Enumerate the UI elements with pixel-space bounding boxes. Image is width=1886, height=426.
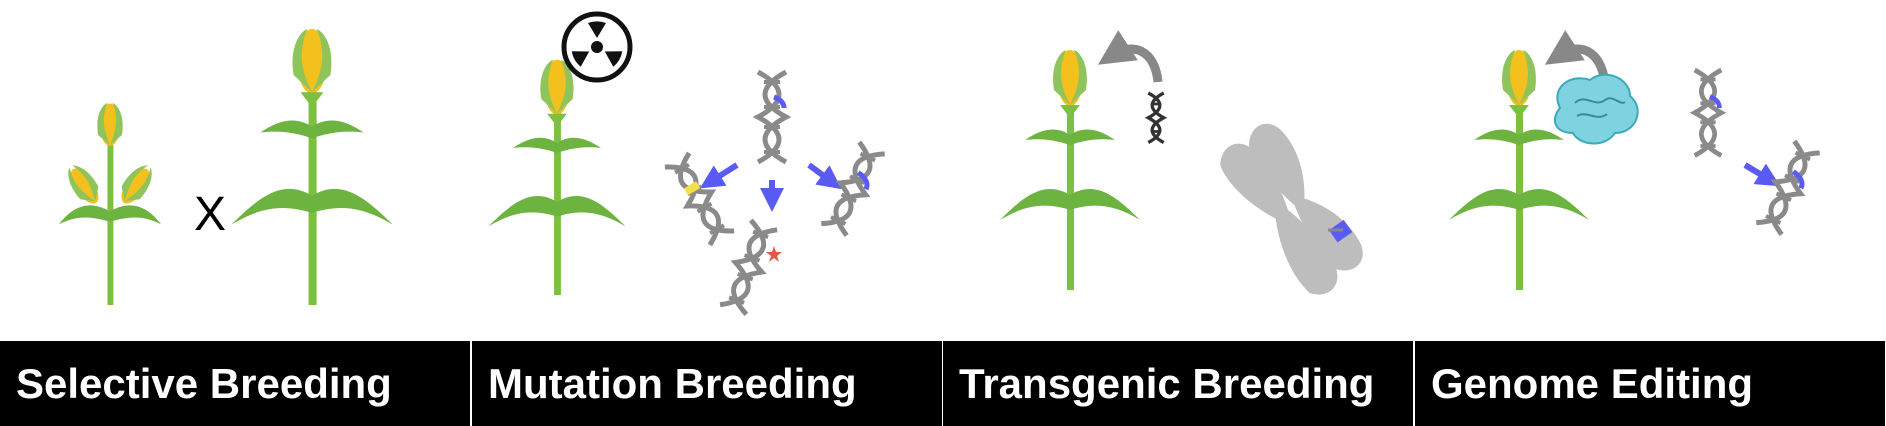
- dna-icon: [665, 153, 734, 245]
- chromosome-icon: [1220, 123, 1363, 295]
- mutation-breeding-illustration: [488, 11, 942, 340]
- enzyme-icon: [1553, 73, 1639, 145]
- arrow-icon: [807, 162, 842, 190]
- panel-label: Transgenic Breeding: [959, 359, 1375, 407]
- arrow-icon: [1544, 30, 1610, 83]
- dna-icon: [758, 72, 786, 162]
- dna-icon: [1695, 70, 1722, 156]
- dna-icon: [821, 142, 884, 235]
- label-bar-mutation-breeding: Mutation Breeding: [472, 341, 942, 426]
- corn-plant-icon: [231, 29, 393, 306]
- dna-icon: [1756, 141, 1819, 234]
- cross-symbol: X: [194, 188, 226, 241]
- panel-selective-breeding: X Selective Breeding: [0, 0, 470, 426]
- mutation-star-icon: [766, 246, 782, 262]
- selective-breeding-illustration: X: [59, 29, 393, 306]
- corn-plant-icon: [59, 102, 161, 305]
- genome-editing-illustration: [1449, 30, 1885, 290]
- arrow-icon: [699, 162, 739, 189]
- dna-icon: [1144, 91, 1168, 144]
- panel-label: Genome Editing: [1431, 359, 1754, 407]
- label-bar-transgenic-breeding: Transgenic Breeding: [943, 341, 1413, 426]
- panel-label: Selective Breeding: [16, 359, 392, 407]
- label-bar-selective-breeding: Selective Breeding: [0, 341, 470, 426]
- dna-icon: [720, 220, 777, 314]
- panel-genome-editing: Genome Editing: [1415, 0, 1885, 426]
- panel-label: Mutation Breeding: [488, 359, 857, 407]
- corn-plant-icon: [488, 59, 626, 296]
- arrow-icon: [1097, 30, 1163, 83]
- corn-plant-icon: [1000, 50, 1140, 290]
- panel-transgenic-breeding: Transgenic Breeding: [943, 0, 1413, 426]
- panel-mutation-breeding: Mutation Breeding: [472, 0, 942, 426]
- radiation-icon: [561, 11, 633, 83]
- transgenic-breeding-illustration: [1000, 30, 1363, 295]
- label-bar-genome-editing: Genome Editing: [1415, 341, 1885, 426]
- arrow-icon: [1743, 162, 1781, 187]
